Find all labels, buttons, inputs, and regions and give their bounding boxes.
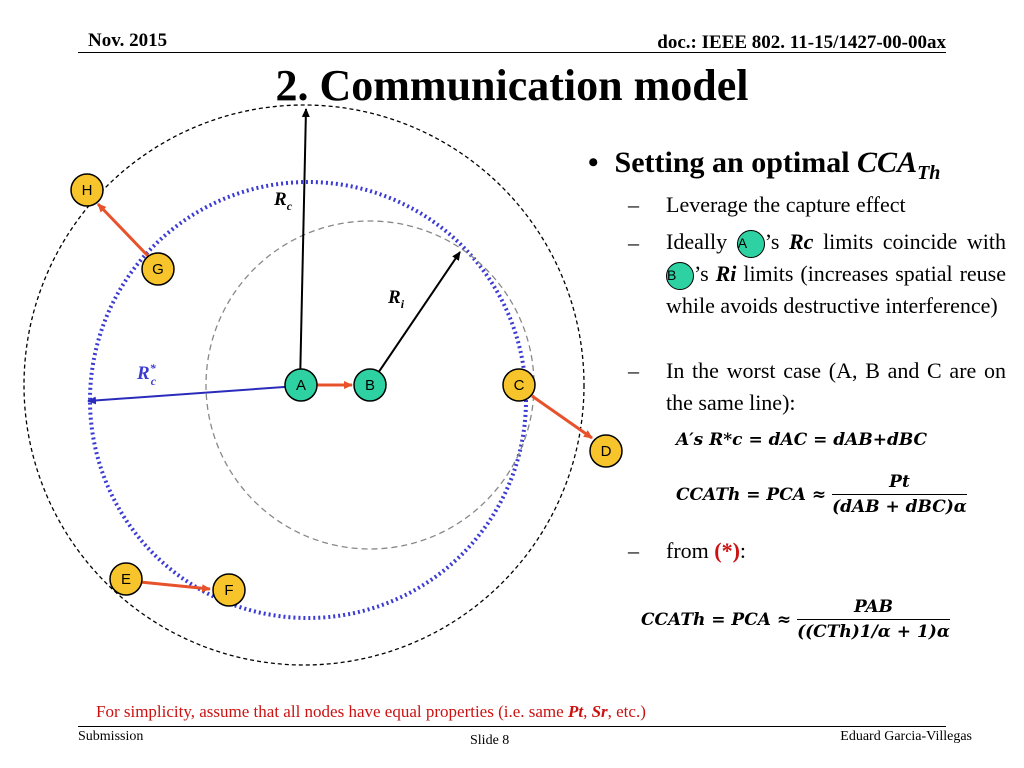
label-ri: Ri	[387, 287, 405, 311]
node-a: A	[284, 368, 318, 402]
item-from: from (*):	[666, 538, 747, 563]
inline-node-a: A	[736, 229, 765, 258]
ri-radius-arrow	[373, 251, 461, 380]
equation-cca-pt: CCATh = PCA ≈ Pt(dAB + dBC)α	[676, 472, 967, 517]
svg-text:B: B	[365, 377, 375, 394]
header-rule	[78, 52, 946, 53]
node-f: F	[212, 573, 246, 607]
label-rc: Rc	[273, 189, 293, 213]
node-b: B	[353, 368, 387, 402]
node-c: C	[502, 368, 536, 402]
item-ideally: Ideally A’s Rc limits coincide with B’s …	[666, 229, 1007, 318]
dash-4: –	[628, 538, 639, 563]
inline-node-b: B	[666, 261, 694, 290]
node-e: E	[109, 562, 143, 596]
footer-rule	[78, 726, 946, 727]
main-bullet: •Setting an optimal CCATh	[588, 146, 941, 184]
item-worst-case: In the worst case (A, B and C are on the…	[666, 358, 1006, 415]
svg-text:F: F	[224, 582, 233, 599]
equation-rstar: A′s R*c = dAC = dAB+dBC	[676, 430, 928, 450]
slide-title: 2. Communication model	[275, 61, 749, 110]
dash-2: –	[628, 230, 639, 255]
equation-cca-pab: CCATh = PCA ≈ PAB((CTh)1/α + 1)α	[641, 597, 950, 642]
link-e-f	[139, 580, 211, 593]
rc-range-circle	[23, 104, 585, 666]
footer-author: Eduard Garcia-Villegas	[840, 729, 972, 744]
rc-radius-arrow	[299, 108, 310, 386]
node-d: D	[589, 434, 623, 468]
rstar-radius-arrow	[87, 385, 299, 405]
dash-1: –	[628, 192, 639, 217]
dash-3: –	[628, 358, 639, 383]
link-c-d	[531, 394, 593, 440]
svg-text:G: G	[152, 261, 164, 278]
node-g: G	[141, 252, 175, 286]
link-g-h	[96, 202, 150, 258]
svg-text:A: A	[296, 377, 306, 394]
label-rstar: R*c	[136, 361, 157, 388]
header-doc-id: doc.: IEEE 802. 11-15/1427-00-00ax	[657, 32, 946, 53]
item-capture-effect: Leverage the capture effect	[666, 192, 906, 217]
node-h: H	[70, 173, 104, 207]
svg-text:H: H	[82, 182, 93, 199]
svg-text:E: E	[121, 571, 131, 588]
slide-number: Slide 8	[470, 733, 510, 748]
footer-submission: Submission	[78, 729, 144, 744]
svg-text:C: C	[514, 377, 525, 394]
footnote: For simplicity, assume that all nodes ha…	[96, 702, 646, 721]
svg-text:D: D	[601, 443, 612, 460]
header-date: Nov. 2015	[88, 30, 168, 51]
